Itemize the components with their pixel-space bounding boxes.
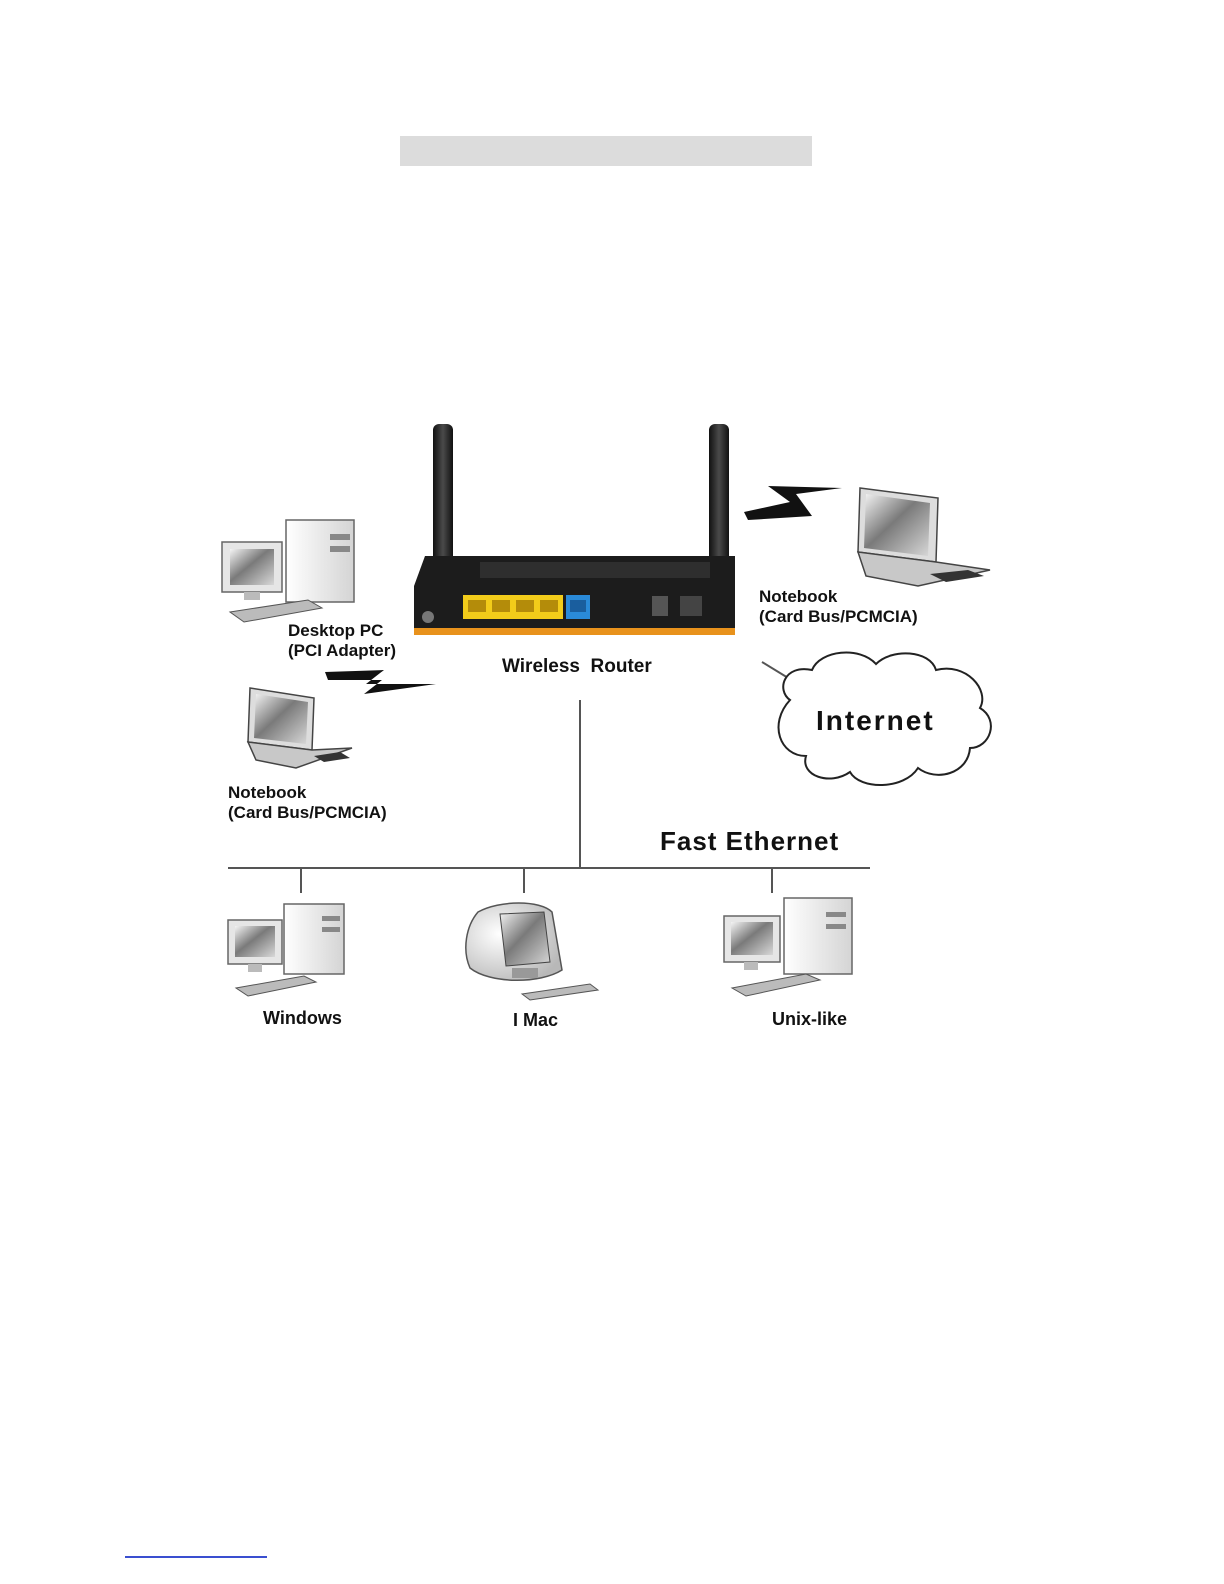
internet-label: Internet [816, 705, 935, 736]
notebook-icon [858, 488, 990, 586]
reset-button [680, 596, 702, 616]
router-label: Wireless Router [502, 656, 652, 677]
wireless-signal-icon [325, 670, 436, 694]
wireless-signal-icon [744, 486, 842, 520]
client-label-unix: Unix-like [772, 1009, 847, 1029]
notebook-left-label-line1: Notebook [228, 783, 307, 802]
notebook-right-label-line1: Notebook [759, 587, 838, 606]
client-label-imac: I Mac [513, 1010, 558, 1030]
desktop-pc-label-line1: Desktop PC [288, 621, 383, 640]
imac-icon [466, 903, 598, 1000]
notebook-icon [248, 688, 352, 768]
wireless-router-icon [414, 424, 735, 635]
footer-link-underline [125, 1556, 267, 1558]
client-label-windows: Windows [263, 1008, 342, 1028]
desktop-computer-icon [724, 898, 852, 996]
desktop-computer-icon [228, 904, 344, 996]
wan-port [566, 595, 590, 619]
power-jack [652, 596, 668, 616]
desktop-pc-label-line2: (PCI Adapter) [288, 641, 396, 660]
lan-ports [463, 595, 563, 619]
fast-ethernet-label: Fast Ethernet [660, 826, 839, 856]
desktop-pc-icon [222, 520, 354, 622]
notebook-right-label-line2: (Card Bus/PCMCIA) [759, 607, 918, 626]
notebook-left-label-line2: (Card Bus/PCMCIA) [228, 803, 387, 822]
